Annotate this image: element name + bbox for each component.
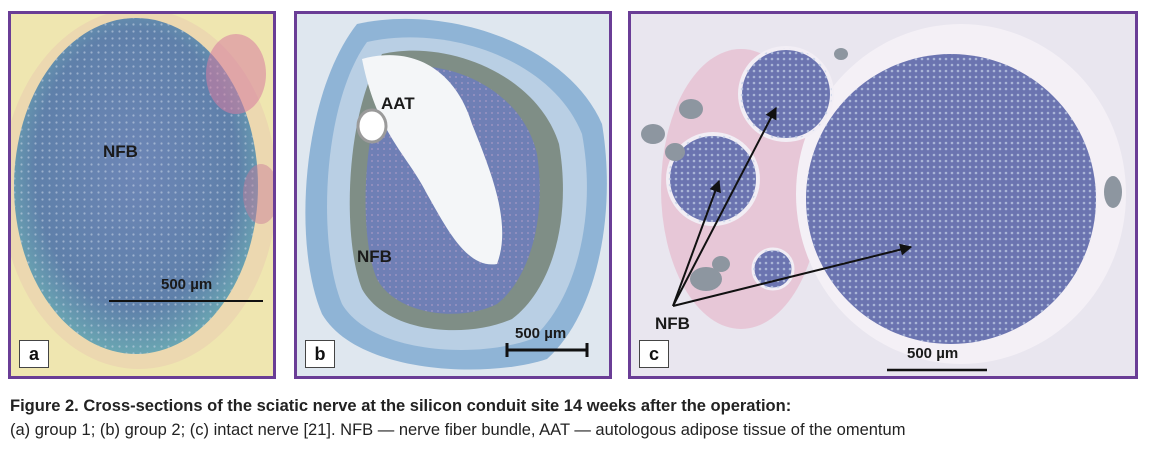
scale-bar-label-c: 500 µm <box>907 345 959 362</box>
scale-bar-label-a: 500 µm <box>161 276 213 293</box>
nfb-label-a: NFB <box>103 142 138 161</box>
figure-caption-title: Figure 2. Cross-sections of the sciatic … <box>10 397 792 415</box>
panel-tag-b: b <box>305 340 335 368</box>
micrograph-panel-b: AAT NFB 500 µm b <box>294 11 612 379</box>
nerve-section-image-b <box>297 14 609 376</box>
aat-label-b: AAT <box>381 94 415 113</box>
nerve-section-image-a <box>11 14 273 376</box>
micrograph-panel-a: NFB 500 µm a <box>8 11 276 379</box>
panel-tag-c: c <box>639 340 669 368</box>
figure-caption-body: (a) group 1; (b) group 2; (c) intact ner… <box>10 421 906 439</box>
nerve-section-image-c <box>631 14 1135 376</box>
scale-bar-label-b: 500 µm <box>515 325 567 342</box>
panel-tag-a: a <box>19 340 49 368</box>
nfb-label-c: NFB <box>655 314 690 333</box>
nfb-label-b: NFB <box>357 247 392 266</box>
micrograph-panel-c: NFB 500 µm c <box>628 11 1138 379</box>
